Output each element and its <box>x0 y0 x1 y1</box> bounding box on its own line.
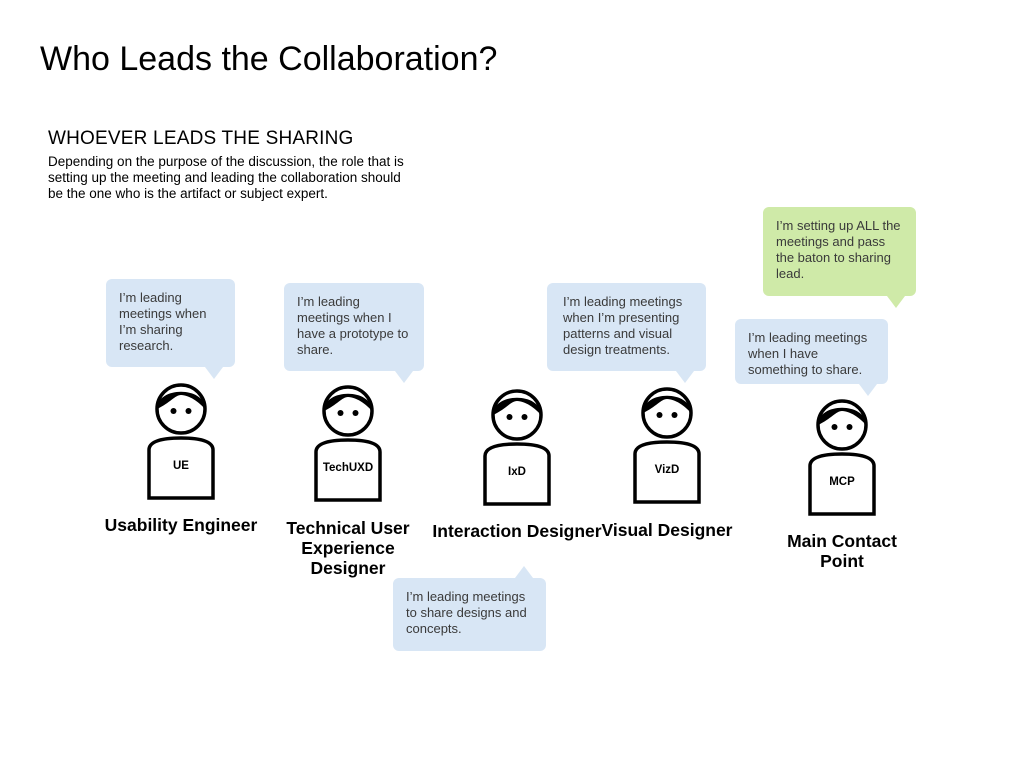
person-figure <box>147 383 215 500</box>
role-name-techuxd: Technical User Experience Designer <box>286 518 410 578</box>
person-icon-ixd: IxD <box>481 388 553 506</box>
person-icon-vizd: VizD <box>631 386 703 504</box>
speech-tail <box>515 566 533 578</box>
speech-text-mcp: I’m leading meetings when I have somethi… <box>748 330 868 377</box>
section-description: Depending on the purpose of the discussi… <box>48 154 404 201</box>
speech-bubble-mcp-green: I’m setting up ALL the meetings and pass… <box>763 207 916 308</box>
speech-tail <box>859 384 877 396</box>
person-icon-mcp: MCP <box>806 398 878 516</box>
role-badge-ixd: IxD <box>508 466 526 478</box>
speech-tail <box>676 371 694 383</box>
speech-bubble-vizd: I’m leading meetings when I’m presenting… <box>547 283 706 383</box>
role-badge-ue: UE <box>173 460 189 472</box>
role-badge-vizd: VizD <box>654 464 680 476</box>
section-heading: WHOEVER LEADS THE SHARING <box>48 128 354 149</box>
speech-tail <box>887 296 905 308</box>
speech-bubble-ixd: I’m leading meetings to share designs an… <box>393 566 546 651</box>
person-figure <box>483 389 551 506</box>
role-badge-mcp: MCP <box>829 476 855 488</box>
speech-text-ixd: I’m leading meetings to share designs an… <box>406 589 527 636</box>
role-name-mcp: Main Contact Point <box>787 531 897 571</box>
speech-text-vizd: I’m leading meetings when I’m presenting… <box>563 294 683 357</box>
speech-bubble-mcp: I’m leading meetings when I have somethi… <box>735 319 888 396</box>
speech-text-ue: I’m leading meetings when I’m sharing re… <box>119 290 207 353</box>
speech-text-techuxd: I’m leading meetings when I have a proto… <box>297 294 409 357</box>
person-icon-techuxd: TechUXD <box>312 384 384 502</box>
person-figure <box>314 385 382 502</box>
person-figure <box>808 399 876 516</box>
speech-tail <box>395 371 413 383</box>
speech-bubble-ue: I’m leading meetings when I’m sharing re… <box>106 279 235 379</box>
speech-tail <box>205 367 223 379</box>
role-name-ixd: Interaction Designer <box>432 521 602 541</box>
person-figure <box>633 387 701 504</box>
role-name-vizd: Visual Designer <box>601 520 733 540</box>
speech-text-mcp-extra: I’m setting up ALL the meetings and pass… <box>776 218 901 281</box>
role-name-ue: Usability Engineer <box>104 515 258 535</box>
role-badge-techuxd: TechUXD <box>322 462 374 474</box>
page-title: Who Leads the Collaboration? <box>40 40 498 78</box>
person-icon-ue: UE <box>145 382 217 500</box>
speech-bubble-techuxd: I’m leading meetings when I have a proto… <box>284 283 424 383</box>
